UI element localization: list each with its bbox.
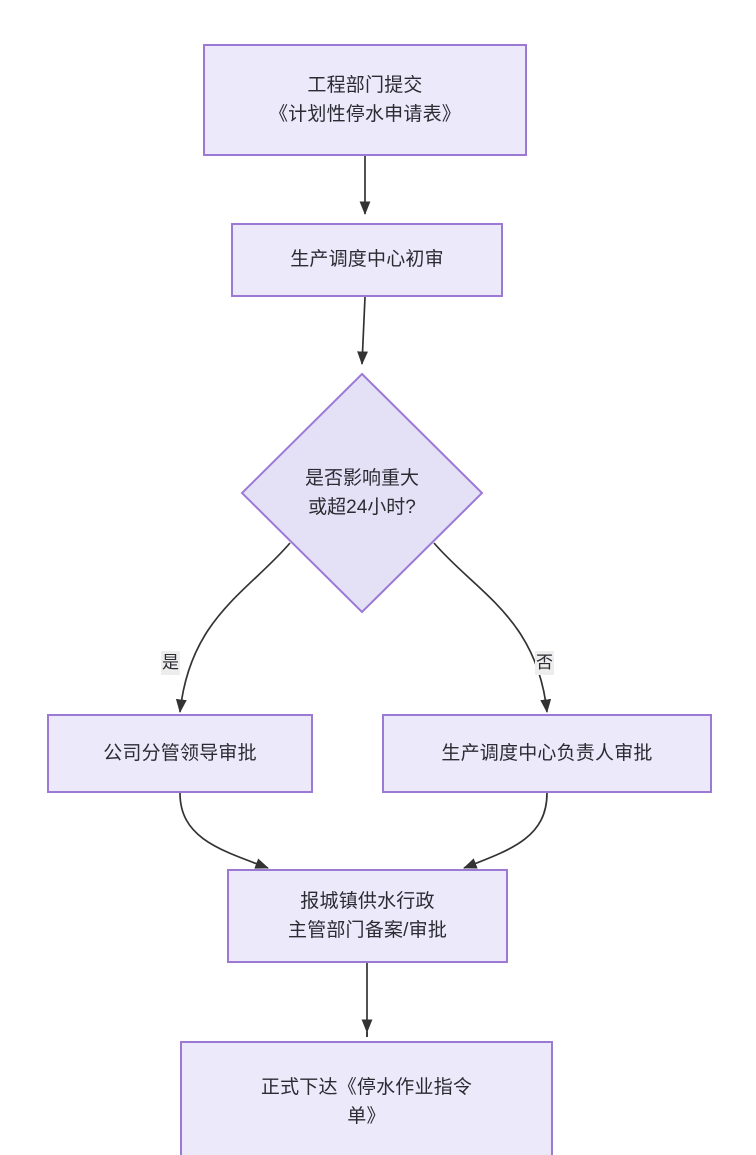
node-label: 报城镇供水行政 主管部门备案/审批 [287,890,448,941]
edge-n3-n4 [175,542,291,714]
edge-label-no: 否 [535,651,554,676]
node-submit-application[interactable]: 工程部门提交 《计划性停水申请表》 [203,44,527,156]
node-label: 生产调度中心负责人审批 [441,742,653,764]
node-dispatch-head-approval[interactable]: 生产调度中心负责人审批 [382,714,712,793]
edge-n4-n6 [179,792,269,869]
edge-n3-n5 [433,542,552,714]
node-municipal-water-authority-filing[interactable]: 报城镇供水行政 主管部门备案/审批 [227,869,508,963]
node-label: 正式下达《停水作业指令 单》 [260,1076,473,1127]
edge-n5-n6 [463,792,548,869]
edge-label-yes: 是 [161,651,180,676]
node-issue-shutdown-order[interactable]: 正式下达《停水作业指令 单》 [180,1041,553,1155]
node-label: 生产调度中心初审 [290,249,444,271]
node-decision-impact[interactable]: 是否影响重大 或超24小时? [240,372,484,614]
node-dispatch-center-review[interactable]: 生产调度中心初审 [231,223,503,297]
node-company-leader-approval[interactable]: 公司分管领导审批 [47,714,313,793]
edge-n2-n3 [357,296,368,366]
node-label: 工程部门提交 《计划性停水申请表》 [268,74,461,125]
diamond-shape [240,372,484,614]
node-label: 公司分管领导审批 [103,742,257,764]
